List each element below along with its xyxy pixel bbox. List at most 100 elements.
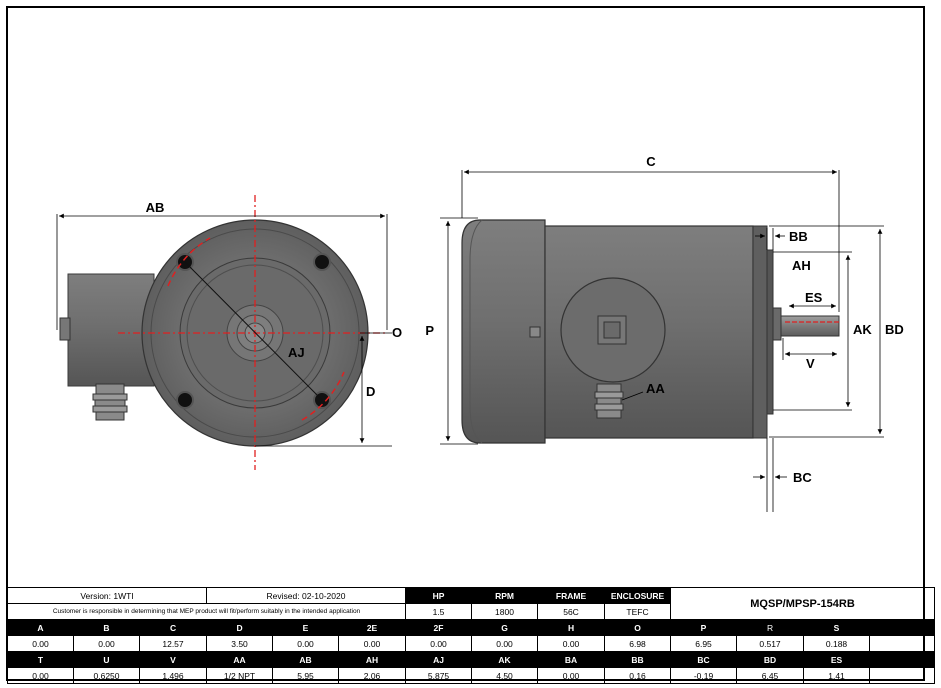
dim-header-blank	[869, 619, 936, 636]
motor-shaft	[780, 315, 840, 337]
dim-header: H	[537, 619, 606, 636]
dim-header: A	[7, 619, 74, 636]
dim-label-v: V	[806, 356, 815, 371]
dim-label-bd: BD	[885, 322, 904, 337]
dim-value: 6.98	[604, 635, 672, 652]
cable-gland-side	[594, 383, 624, 419]
dim-value: 0.00	[338, 635, 407, 652]
dim-value: 0.517	[736, 635, 805, 652]
dim-label-ah: AH	[792, 258, 811, 273]
title-row-1: Version: 1WTI Revised: 02-10-2020 HP RPM…	[6, 587, 936, 620]
dim-header: G	[471, 619, 539, 636]
dim-header: T	[7, 651, 74, 668]
dim-value: 0.00	[471, 635, 539, 652]
dim-value: 1.496	[138, 667, 208, 684]
dim-value: 0.00	[537, 635, 606, 652]
dim-value: 2.06	[338, 667, 407, 684]
side-view: C P BB AH ES V AK	[425, 154, 904, 512]
rating-header: ENCLOSURE	[604, 587, 672, 604]
dim-header: AB	[272, 651, 340, 668]
dim-value: 0.00	[73, 635, 140, 652]
revised-cell: Revised: 02-10-2020	[206, 587, 407, 604]
dim-label-c: C	[646, 154, 656, 169]
dim-value: 0.6250	[73, 667, 140, 684]
dim-label-d: D	[366, 384, 375, 399]
bolt-hole	[313, 253, 331, 271]
rating-header: FRAME	[537, 587, 606, 604]
dims-header-row-1: A B C D E 2E 2F G H O P R S	[7, 619, 936, 636]
title-row-2: Customer is responsible in determining t…	[6, 603, 935, 620]
rating-header: RPM	[471, 587, 539, 604]
end-bell	[752, 225, 768, 439]
dim-value: 1.41	[803, 667, 871, 684]
rating-header: HP	[405, 587, 473, 604]
dim-value-blank	[869, 667, 936, 684]
dim-value: 6.45	[736, 667, 805, 684]
dim-header: BD	[736, 651, 805, 668]
dim-value: 0.00	[7, 667, 74, 684]
dim-header: C	[138, 619, 208, 636]
dim-value: 0.16	[604, 667, 672, 684]
dim-header: AH	[338, 651, 407, 668]
dim-value: 12.57	[138, 635, 208, 652]
dim-header: BB	[604, 651, 672, 668]
dim-label-ab: AB	[146, 200, 165, 215]
flange-pilot	[766, 249, 774, 415]
cable-gland-front	[92, 383, 128, 421]
dim-label-aa: AA	[646, 381, 665, 396]
dim-header: BA	[537, 651, 606, 668]
dim-label-aj: AJ	[288, 345, 305, 360]
dim-value: 5.875	[405, 667, 473, 684]
rating-value: 1800	[471, 603, 539, 620]
dim-value: 5.95	[272, 667, 340, 684]
dim-header: U	[73, 651, 140, 668]
front-view: AB O AJ D	[56, 195, 402, 470]
dim-header: 2F	[405, 619, 473, 636]
dim-value: 0.00	[7, 635, 74, 652]
dim-value: 0.00	[405, 635, 473, 652]
dim-value: 0.188	[803, 635, 871, 652]
dim-value: 0.00	[272, 635, 340, 652]
motor-dimension-drawing: AB O AJ D	[56, 154, 904, 512]
dim-header: 2E	[338, 619, 407, 636]
dim-header: P	[670, 619, 738, 636]
spec-table: Version: 1WTI Revised: 02-10-2020 HP RPM…	[6, 587, 936, 684]
dims-value-row-2: 0.00 0.6250 1.496 1/2 NPT 5.95 2.06 5.87…	[7, 667, 936, 684]
rating-value: 56C	[537, 603, 606, 620]
dim-label-bb: BB	[789, 229, 808, 244]
dim-value: -0.19	[670, 667, 738, 684]
dim-header: B	[73, 619, 140, 636]
dim-label-o: O	[392, 325, 402, 340]
dim-label-p: P	[425, 323, 434, 338]
dim-header: AA	[206, 651, 274, 668]
model-number: MQSP/MPSP-154RB	[670, 587, 936, 620]
dim-header: BC	[670, 651, 738, 668]
dim-label-ak: AK	[853, 322, 872, 337]
dim-header: R	[736, 619, 805, 636]
dims-header-row-2: T U V AA AB AH AJ AK BA BB BC BD ES	[7, 651, 936, 668]
dim-header: D	[206, 619, 274, 636]
dim-value: 6.95	[670, 635, 738, 652]
dim-header: E	[272, 619, 340, 636]
dim-header: AK	[471, 651, 539, 668]
rating-value: TEFC	[604, 603, 672, 620]
conduit-cap	[59, 317, 71, 341]
dim-label-es: ES	[805, 290, 823, 305]
fan-cover	[461, 219, 546, 444]
dim-header: AJ	[405, 651, 473, 668]
dim-header: O	[604, 619, 672, 636]
dim-header-blank	[869, 651, 936, 668]
version-cell: Version: 1WTI	[6, 587, 208, 604]
dim-value: 0.00	[537, 667, 606, 684]
bolt-hole	[176, 391, 194, 409]
conduit-box	[67, 273, 155, 387]
rating-value: 1.5	[405, 603, 473, 620]
dim-value: 3.50	[206, 635, 274, 652]
dim-value: 4.50	[471, 667, 539, 684]
dim-label-bc: BC	[793, 470, 812, 485]
dim-value-blank	[869, 635, 936, 652]
dim-header: ES	[803, 651, 871, 668]
disclaimer: Customer is responsible in determining t…	[6, 603, 407, 620]
dims-value-row-1: 0.00 0.00 12.57 3.50 0.00 0.00 0.00 0.00…	[7, 635, 936, 652]
